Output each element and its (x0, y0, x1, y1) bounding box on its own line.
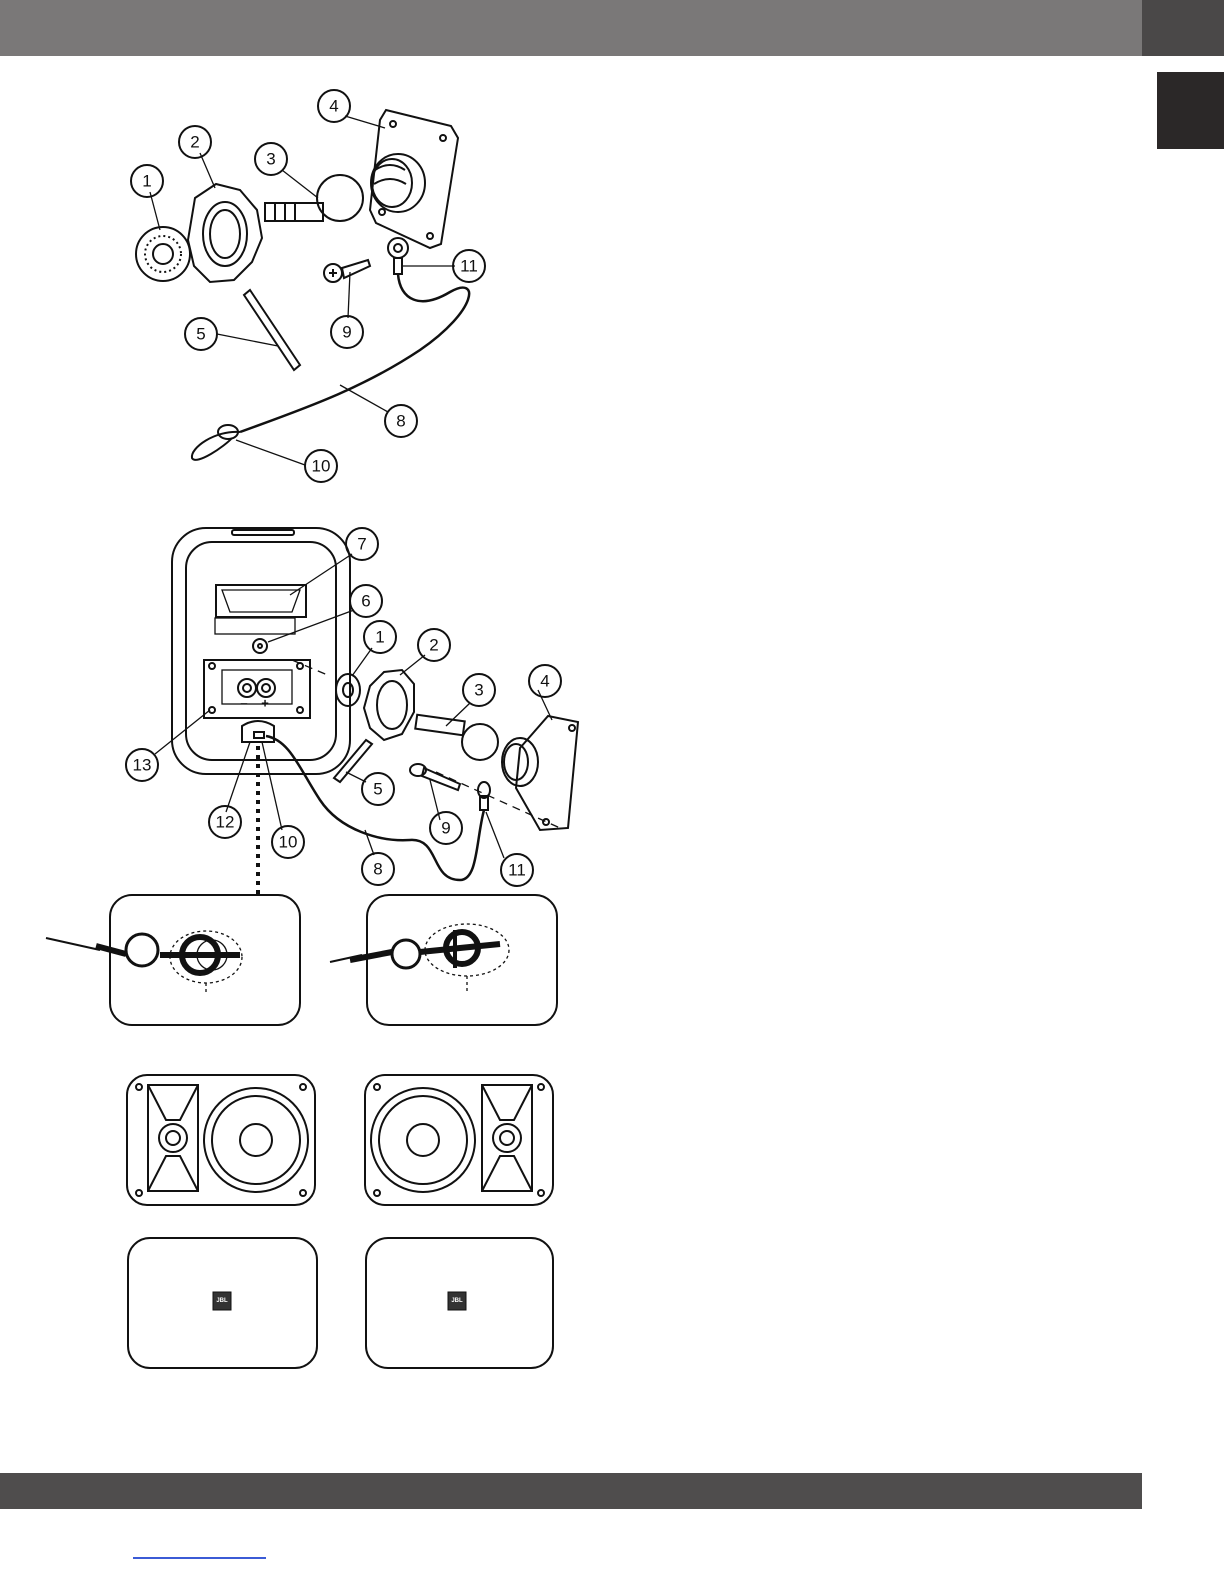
terminal-minus-label: – (240, 696, 247, 711)
callout-5: 5 (185, 318, 217, 350)
safety-cable-icon (266, 736, 484, 880)
speaker-front-left (127, 1075, 315, 1205)
callout-8: 8 (385, 405, 417, 437)
svg-text:10: 10 (312, 457, 331, 476)
svg-text:6: 6 (361, 592, 370, 611)
knurled-nut-icon (188, 184, 262, 282)
ball-stud-icon (415, 715, 498, 760)
cable-loop-icon (192, 425, 240, 460)
svg-text:3: 3 (474, 681, 483, 700)
svg-text:1: 1 (375, 628, 384, 647)
callout-9: 9 (331, 316, 363, 348)
svg-text:12: 12 (216, 813, 235, 832)
ball-stud-icon (265, 175, 363, 221)
svg-text:8: 8 (396, 412, 405, 431)
callout-3: 3 (463, 674, 495, 706)
detail-inset-left (46, 895, 300, 1025)
svg-text:4: 4 (329, 97, 338, 116)
svg-text:7: 7 (357, 535, 366, 554)
locking-pin-icon (244, 290, 300, 370)
svg-text:9: 9 (441, 819, 450, 838)
callout-10: 10 (272, 826, 304, 858)
callout-2: 2 (179, 126, 211, 158)
lock-washer-icon (136, 227, 190, 281)
svg-text:8: 8 (373, 860, 382, 879)
callout-13: 13 (126, 749, 158, 781)
safety-cable-icon (240, 274, 469, 432)
grille-logo-right: JBL (451, 1298, 463, 1304)
callout-7: 7 (346, 528, 378, 560)
callout-1: 1 (364, 621, 396, 653)
wood-screw-icon (324, 260, 370, 282)
mounting-plate-icon (370, 110, 458, 248)
svg-text:4: 4 (540, 672, 549, 691)
svg-text:3: 3 (266, 150, 275, 169)
svg-text:11: 11 (460, 257, 478, 276)
callout-11: 11 (501, 854, 533, 886)
svg-text:2: 2 (429, 636, 438, 655)
callout-11: 11 (453, 250, 485, 282)
callout-6: 6 (350, 585, 382, 617)
callout-9: 9 (430, 812, 462, 844)
callout-4: 4 (318, 90, 350, 122)
svg-text:9: 9 (342, 323, 351, 342)
svg-text:10: 10 (279, 833, 298, 852)
callout-5: 5 (362, 773, 394, 805)
speaker-cabinet-icon (172, 528, 350, 774)
callout-4: 4 (529, 665, 561, 697)
detail-inset-right (330, 895, 557, 1025)
callout-1: 1 (131, 165, 163, 197)
svg-text:5: 5 (196, 325, 205, 344)
wood-screw-icon (410, 764, 460, 790)
speaker-front-right (365, 1075, 553, 1205)
terminal-plus-label: + (261, 696, 269, 711)
svg-text:11: 11 (508, 861, 526, 880)
ring-terminal-icon (388, 238, 408, 274)
svg-text:13: 13 (133, 756, 152, 775)
svg-text:5: 5 (373, 780, 382, 799)
svg-text:2: 2 (190, 133, 199, 152)
top-exploded-view: 1 2 3 4 5 8 9 10 11 (131, 90, 485, 482)
callout-12: 12 (209, 806, 241, 838)
callout-8: 8 (362, 853, 394, 885)
speaker-back-assembly: – + (126, 528, 578, 895)
callout-3: 3 (255, 143, 287, 175)
callout-10: 10 (305, 450, 337, 482)
callout-2: 2 (418, 629, 450, 661)
footer-bar (0, 1473, 1142, 1509)
lock-washer-icon (336, 674, 360, 706)
svg-text:1: 1 (142, 172, 151, 191)
knurled-nut-icon (364, 670, 414, 740)
grille-logo-left: JBL (216, 1298, 228, 1304)
mounting-plate-icon (502, 716, 578, 830)
footer-link-underline[interactable] (133, 1557, 266, 1559)
